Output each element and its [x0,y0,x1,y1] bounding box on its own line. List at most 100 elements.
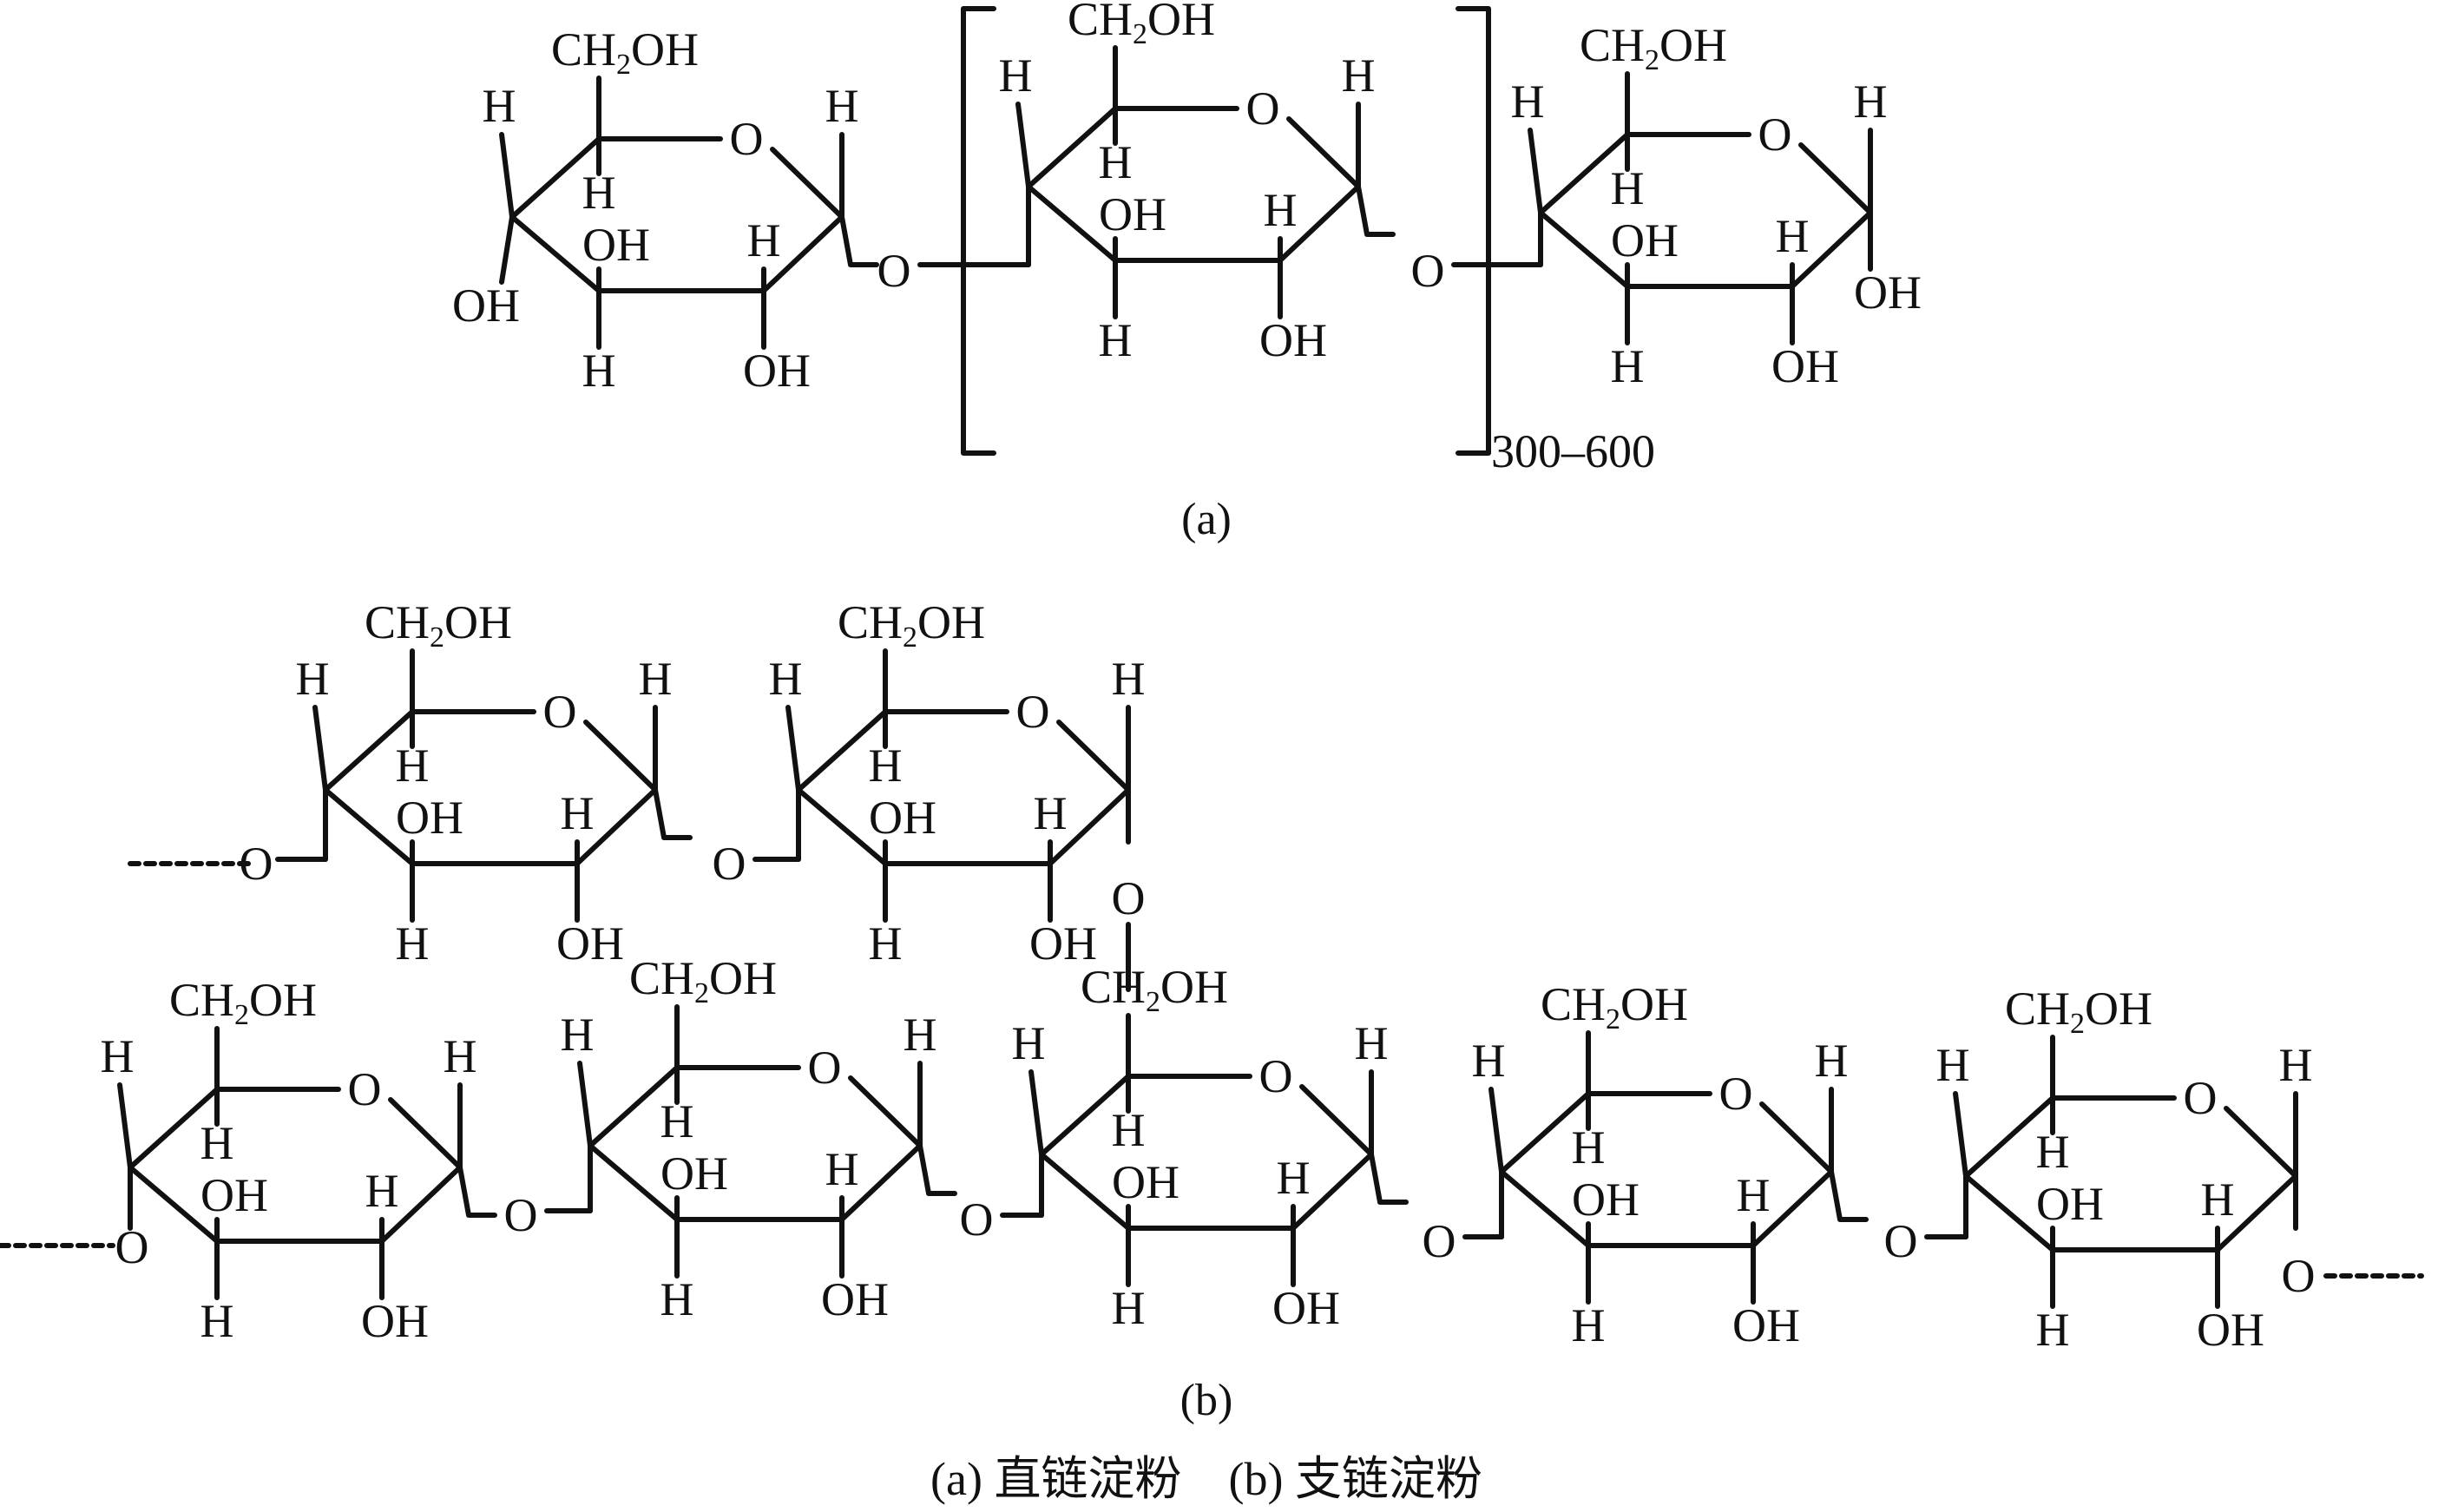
hydroxyl-label: OH [361,1295,429,1347]
ch2oh-label: CH2OH [1068,0,1215,50]
ring-oxygen-label: O [1259,1050,1293,1102]
hydrogen-label: H [1342,49,1376,102]
hydrogen-label: H [396,740,430,792]
bridge-oxygen-label: O [504,1189,538,1241]
figure-caption: (a) 直链淀粉 (b) 支链淀粉 [930,1453,1482,1505]
ring-bond [509,214,601,293]
hydrogen-label: H [1815,1035,1849,1087]
ring-bond [1299,1084,1374,1157]
hydrogen-label: H [904,1009,937,1061]
hydroxyl-label: OH [1099,188,1166,240]
ring-oxygen-label: O [1719,1068,1753,1120]
substituent-bond [499,132,515,220]
hydrogen-label: H [365,1165,399,1217]
glycosidic-bond [839,214,879,267]
ring-bond [796,709,888,792]
hydroxyl-label: OH [1854,266,1922,319]
hydrogen-label: H [2279,1039,2313,1091]
substituent-bond [1953,1091,1968,1179]
ring-bond [2224,1106,2298,1179]
hydrogen-label: H [769,653,803,705]
ring-oxygen-label: O [1246,82,1280,135]
hydrogen-label: H [639,653,673,705]
ring-bond [1039,1074,1131,1157]
hydrogen-label: H [1737,1169,1771,1221]
hydrogen-label: H [1112,653,1146,705]
bridge-oxygen-label: O [1423,1215,1456,1267]
glycosidic-bond [1356,184,1396,237]
ch2oh-label: CH2OH [169,974,317,1031]
ring-bond [509,136,601,220]
hydroxyl-label: OH [821,1273,889,1325]
hydrogen-label: H [1776,210,1810,262]
bridge-oxygen-label: O [2282,1250,2316,1302]
ring-oxygen-label: O [808,1042,842,1094]
hydrogen-label: H [869,917,903,970]
ring-oxygen-label: O [730,113,764,165]
hydrogen-label: H [1112,1104,1146,1156]
ring-bond [770,147,844,220]
ch2oh-label: CH2OH [2005,983,2152,1040]
glycosidic-bond [1829,1169,1869,1222]
bridge-oxygen-label: O [877,245,911,297]
ch2oh-label: CH2OH [1580,19,1727,76]
repeat-bracket [961,6,1491,456]
ch2oh-label: CH2OH [629,952,777,1009]
substituent-bond [1015,102,1031,189]
ring-bond [1751,1169,1834,1248]
glycosidic-bond [917,1143,957,1196]
ring-bond [1499,1169,1591,1248]
repeat-bracket-left [961,6,996,456]
hydrogen-label: H [747,214,781,266]
substituent-bond [1528,128,1543,215]
substituent-bond [1488,1087,1504,1174]
substituent-bond [117,1082,133,1170]
ring-oxygen-label: O [1758,108,1792,161]
hydrogen-label: H [869,740,903,792]
glycosidic-bond [1369,1152,1409,1205]
glycosidic-bond [653,787,693,840]
hydrogen-label: H [1611,162,1645,214]
hydrogen-label: H [1355,1017,1389,1069]
hydroxyl-label: OH [1029,917,1097,970]
hydroxyl-label: OH [2036,1178,2104,1230]
hydroxyl-label: OH [1611,214,1679,266]
ring-bond [323,709,415,792]
hydrogen-label: H [296,653,330,705]
hydroxyl-label: OH [2197,1304,2264,1356]
ring-bond [575,787,658,866]
hydrogen-label: H [1936,1039,1970,1091]
repeat-count-label: 300–600 [1491,425,1655,477]
hydrogen-label: H [396,917,430,970]
panel-b-label: (b) [1180,1376,1233,1425]
hydroxyl-label: OH [1572,1173,1640,1226]
hydrogen-label: H [561,787,595,839]
substituent-bond [499,214,515,285]
hydroxyl-label: OH [452,279,520,332]
hydrogen-label: H [2201,1173,2235,1226]
ring-bond [323,787,415,866]
ring-bond [1026,184,1118,263]
hydrogen-label: H [1854,76,1888,128]
hydroxyl-label: OH [1259,314,1327,366]
bridge-oxygen-label: O [1884,1215,1918,1267]
hydrogen-label: H [582,167,616,219]
substituent-bond [785,705,801,792]
ring-bond [1538,210,1630,289]
ring-bond [388,1097,463,1170]
hydrogen-label: H [483,80,516,132]
ring-bond [1963,1095,2055,1179]
atom-labels: OCH2OHHHOHOHHHOHHOOCH2OHHHOHHHOHHOOCH2OH… [101,0,2316,1356]
ring-bond [1278,184,1361,263]
ring-bond [2215,1173,2298,1252]
substituent-bond [312,705,328,792]
hydrogen-label: H [200,1295,234,1347]
hydroxyl-label: OH [556,917,624,970]
bridge-oxygen-label: O [1411,245,1445,297]
hydrogen-label: H [1264,184,1298,236]
ring-oxygen-label: O [348,1063,382,1115]
substituent-bond [1028,1069,1044,1157]
ring-bond [588,1065,680,1148]
hydrogen-label: H [582,345,616,397]
